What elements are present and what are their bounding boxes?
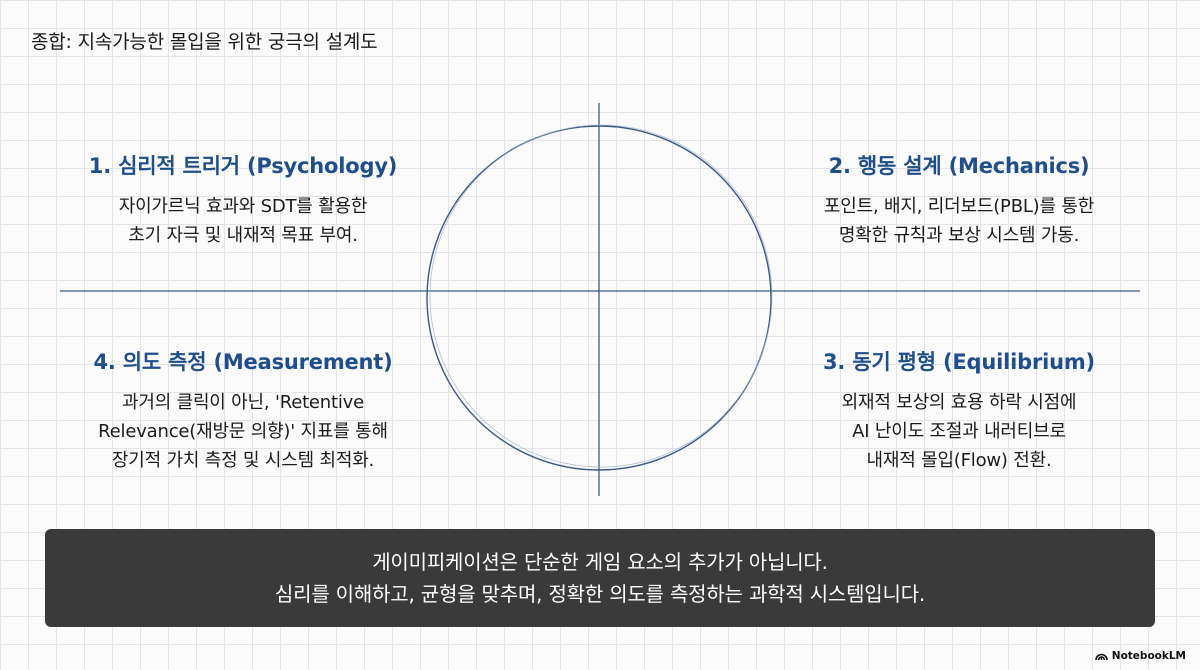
quadrant-description: 과거의 클릭이 아닌, 'Retentive Relevance(재방문 의향)…	[33, 388, 453, 475]
quadrant-title: 3. 동기 평형 (Equilibrium)	[823, 350, 1095, 374]
center-circle	[426, 125, 772, 471]
quadrant-psychology: 1. 심리적 트리거 (Psychology) 자이가르닉 효과와 SDT를 활…	[33, 150, 453, 250]
quadrant-title: 1. 심리적 트리거 (Psychology)	[88, 154, 398, 178]
description-line: 내재적 몰입(Flow) 전환.	[866, 450, 1052, 471]
brand-label: NotebookLM	[1111, 650, 1186, 662]
quadrant-description: 포인트, 배지, 리더보드(PBL)를 통한 명확한 규칙과 보상 시스템 가동…	[749, 192, 1169, 250]
banner-line: 심리를 이해하고, 균형을 맞추며, 정확한 의도를 측정하는 과학적 시스템입…	[274, 582, 926, 606]
description-line: 초기 자극 및 내재적 목표 부여.	[128, 225, 358, 246]
description-line: Relevance(재방문 의향)' 지표를 통해	[98, 421, 388, 442]
description-line: 자이가르닉 효과와 SDT를 활용한	[118, 196, 368, 217]
quadrant-mechanics: 2. 행동 설계 (Mechanics) 포인트, 배지, 리더보드(PBL)를…	[749, 150, 1169, 250]
description-line: 장기적 가치 측정 및 시스템 최적화.	[111, 450, 375, 471]
description-line: 과거의 클릭이 아닌, 'Retentive	[121, 392, 364, 413]
quadrant-title: 2. 행동 설계 (Mechanics)	[828, 154, 1090, 178]
banner-line: 게이미피케이션은 단순한 게임 요소의 추가가 아닙니다.	[372, 550, 828, 574]
notebooklm-logo-icon	[1094, 653, 1108, 661]
quadrant-description: 자이가르닉 효과와 SDT를 활용한 초기 자극 및 내재적 목표 부여.	[33, 192, 453, 250]
description-line: 외재적 보상의 효용 하락 시점에	[841, 392, 1077, 413]
description-line: 포인트, 배지, 리더보드(PBL)를 통한	[823, 196, 1095, 217]
description-line: AI 난이도 조절과 내러티브로	[852, 421, 1066, 442]
page-title: 종합: 지속가능한 몰입을 위한 궁극의 설계도	[31, 31, 378, 53]
quadrant-description: 외재적 보상의 효용 하락 시점에 AI 난이도 조절과 내러티브로 내재적 몰…	[749, 388, 1169, 475]
summary-banner: 게이미피케이션은 단순한 게임 요소의 추가가 아닙니다. 심리를 이해하고, …	[45, 529, 1155, 627]
description-line: 명확한 규칙과 보상 시스템 가동.	[838, 225, 1080, 246]
brand-watermark: NotebookLM	[1094, 650, 1186, 662]
quadrant-equilibrium: 3. 동기 평형 (Equilibrium) 외재적 보상의 효용 하락 시점에…	[749, 346, 1169, 475]
center-circle-shadow	[429, 124, 773, 468]
quadrant-title: 4. 의도 측정 (Measurement)	[93, 350, 393, 374]
quadrant-measurement: 4. 의도 측정 (Measurement) 과거의 클릭이 아닌, 'Rete…	[33, 346, 453, 475]
